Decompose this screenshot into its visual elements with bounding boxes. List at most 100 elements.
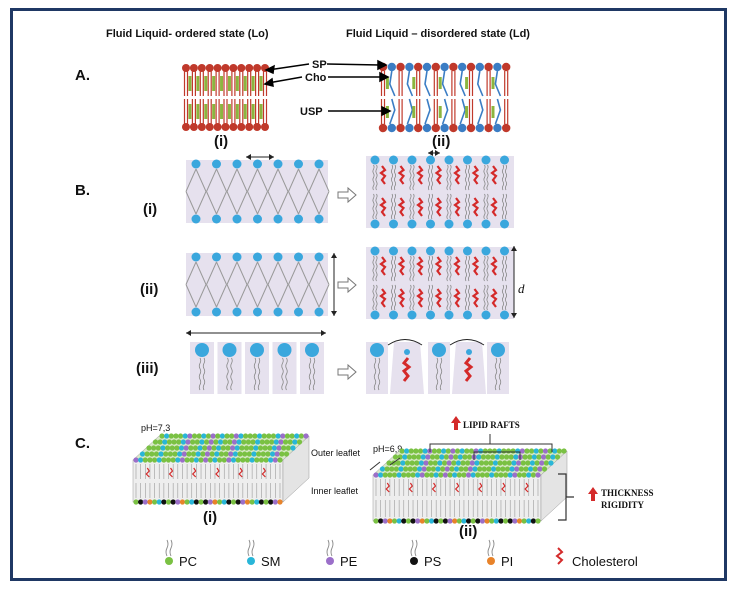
lipid-head (278, 439, 284, 445)
lipid-head (195, 343, 209, 357)
lipid-head (389, 310, 398, 320)
cholesterol-molecule (490, 256, 498, 276)
lipid-head (430, 466, 437, 472)
legend-tail (487, 539, 495, 557)
lipid-head (216, 445, 222, 451)
cholesterol-molecule (434, 165, 443, 185)
lipid-head (244, 499, 251, 505)
lipid-head (489, 472, 495, 478)
lipid-head (234, 445, 240, 451)
lipid-head (492, 460, 499, 466)
lipid-head (435, 466, 441, 472)
legend-tail (247, 539, 255, 557)
lipid-tail (388, 70, 396, 97)
cholesterol-molecule (438, 77, 442, 89)
lipid-tail (483, 193, 486, 220)
lipid-head (479, 472, 486, 478)
lipid-head (502, 460, 508, 466)
lipid-head (189, 64, 198, 72)
lipid-head (191, 214, 201, 224)
lipid-head (232, 159, 242, 169)
panel-b-label: B. (75, 182, 90, 199)
lipid-head (378, 472, 384, 478)
lipid-head (406, 454, 412, 460)
lipid-head (477, 466, 483, 472)
lipid-head (370, 310, 380, 320)
lipid-head (495, 466, 501, 472)
lipid-tail (412, 255, 415, 282)
lipid-head (500, 246, 509, 256)
cholesterol-molecule (501, 482, 506, 493)
lipid-head (370, 155, 380, 165)
lipid-tail (446, 284, 449, 311)
lipid-head (556, 448, 562, 454)
lipid-tail (441, 70, 449, 97)
lipid-head (212, 252, 221, 262)
cholesterol-molecule (220, 76, 224, 91)
lipid-head (151, 499, 158, 505)
cholesterol-molecule (491, 106, 495, 118)
lipid-head (516, 518, 523, 524)
lipid-head (493, 123, 502, 133)
lipid-head (532, 466, 538, 472)
lipid-head (541, 466, 548, 472)
lipid-tail (465, 164, 467, 191)
lipid-head (404, 460, 411, 466)
lipid-head (476, 454, 482, 460)
lo-title: Fluid Liquid- ordered state (Lo) (106, 28, 269, 40)
lipid-tail (428, 284, 430, 311)
lipid-head (508, 454, 514, 460)
lipid-head (494, 454, 500, 460)
lipid-tail (373, 357, 377, 391)
lipid-head (461, 472, 467, 478)
lipid-head (277, 457, 283, 463)
lipid-head (273, 252, 283, 262)
cholesterol-molecule (453, 288, 461, 308)
lipid-head (503, 472, 509, 478)
membrane-front-face (372, 474, 542, 522)
legend-swatch (165, 557, 173, 565)
lipid-head (536, 454, 542, 460)
lipid-head (292, 439, 298, 445)
cholesterol-molecule (212, 76, 216, 91)
lipid-head (275, 433, 281, 439)
lipid-tail (253, 357, 257, 391)
lipid-head (177, 433, 184, 439)
lipid-head (179, 457, 186, 463)
lo-bilayer-diagram (182, 64, 269, 131)
lipid-head (263, 499, 269, 505)
lipid-head (251, 451, 257, 457)
legend-swatch (247, 557, 255, 565)
lipid-tail (206, 261, 227, 285)
lipid-head (426, 310, 435, 320)
lipid-head (314, 252, 324, 262)
lipid-tail (502, 284, 504, 311)
lipid-head (513, 454, 519, 460)
cholesterol-molecule (490, 288, 498, 308)
lipid-head (469, 460, 475, 466)
lipid-tail (247, 284, 268, 308)
lipid-head (254, 457, 260, 463)
lipid-head (164, 445, 171, 451)
lipid-head (253, 123, 262, 131)
lipid-head (402, 454, 408, 460)
lipid-head (294, 252, 303, 262)
lipid-head (479, 518, 486, 524)
lipid-head (250, 343, 264, 357)
lipid-head (274, 451, 280, 457)
lipid-head (155, 445, 161, 451)
lipid-tail (502, 193, 504, 220)
lipid-tail (267, 168, 289, 192)
lipid-head (273, 214, 283, 224)
lipid-head (438, 472, 444, 478)
cholesterol-molecule (431, 482, 437, 493)
lipid-head (248, 445, 254, 451)
lipid-head (462, 454, 468, 460)
lipid-head (197, 64, 206, 72)
lipid-tail (431, 164, 433, 191)
lipid-head (483, 460, 489, 466)
lipid-head (161, 499, 167, 505)
lipid-head (433, 472, 439, 478)
lipid-head (441, 460, 448, 466)
